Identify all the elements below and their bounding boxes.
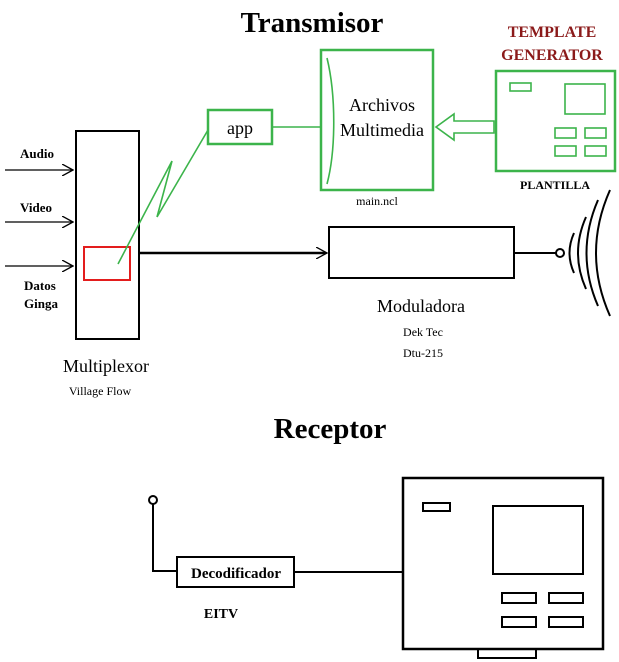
receiver-title: Receptor — [274, 413, 387, 445]
multiplexer-model: Village Flow — [69, 384, 132, 398]
ginga-data-slot — [83, 246, 131, 281]
transmitter-title: Transmisor — [241, 7, 384, 39]
decoder-brand: EITV — [204, 607, 238, 622]
multimedia-page-curl — [326, 57, 335, 185]
app-label: app — [227, 118, 253, 138]
input-datos-label: Datos — [24, 278, 56, 293]
ginga-app-link — [117, 129, 209, 265]
template-device-slot — [509, 82, 532, 92]
template-device-button-1 — [554, 127, 577, 139]
receiver-antenna-icon — [148, 495, 158, 505]
broadcast-wave-icon-3 — [585, 199, 599, 307]
tv-button-3 — [501, 616, 537, 628]
template-device-button-3 — [554, 145, 577, 157]
broadcast-wave-icon-1 — [568, 232, 575, 274]
template-device-button-4 — [584, 145, 607, 157]
antenna-to-decoder-line — [152, 504, 176, 572]
modulator-label: Moduladora — [377, 296, 465, 316]
multimedia-file-name: main.ncl — [356, 194, 398, 208]
decoder-label: Decodificador — [191, 566, 281, 582]
template-generator-device — [494, 69, 617, 173]
template-to-multimedia-arrow — [434, 112, 495, 142]
input-ginga-label: Ginga — [24, 296, 58, 311]
tv-stand — [477, 648, 537, 659]
multimedia-title-line1: Archivos — [349, 95, 415, 115]
tv-button-2 — [548, 592, 584, 604]
broadcast-wave-icon-2 — [577, 216, 587, 290]
input-video-label: Video — [20, 200, 52, 215]
input-audio-label: Audio — [20, 146, 54, 161]
template-device-screen — [564, 83, 606, 115]
multiplexer-label: Multiplexor — [63, 356, 149, 376]
modulator-box — [328, 226, 515, 279]
tv-button-1 — [501, 592, 537, 604]
tv-screen — [492, 505, 584, 575]
tv-slot — [422, 502, 451, 512]
multiplexer-box — [75, 130, 140, 340]
modulator-model: Dtu-215 — [403, 346, 443, 360]
antenna-feed-icon — [555, 248, 565, 258]
multimedia-box — [319, 48, 435, 192]
broadcast-wave-icon-4 — [595, 189, 611, 317]
template-generator-title-line1: TEMPLATE — [508, 24, 597, 41]
tv-button-4 — [548, 616, 584, 628]
template-generator-title-line2: GENERATOR — [501, 47, 603, 64]
multimedia-title-line2: Multimedia — [340, 120, 424, 140]
template-device-button-2 — [584, 127, 607, 139]
template-generator-caption: PLANTILLA — [520, 178, 590, 192]
modulator-brand: Dek Tec — [403, 325, 443, 339]
